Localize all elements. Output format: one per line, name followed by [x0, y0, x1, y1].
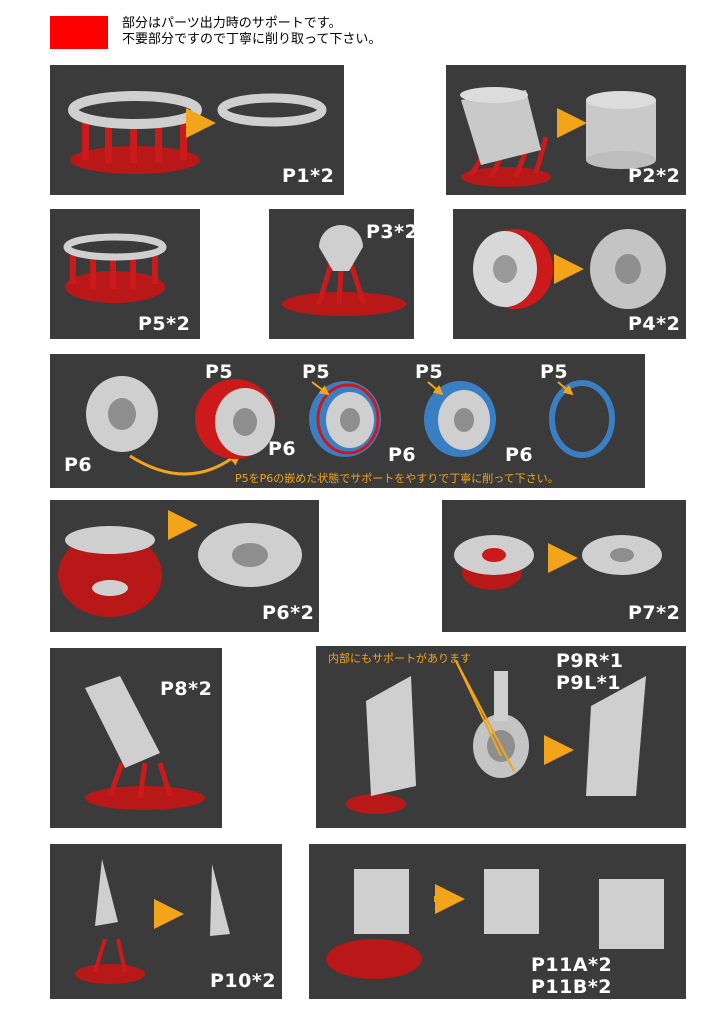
legend-text: 部分はパーツ出力時のサポートです。 不要部分ですので丁寧に削り取って下さい。: [122, 16, 381, 48]
label-p4: P4*2: [628, 313, 681, 335]
label-p6-1: P6: [268, 438, 297, 460]
p4-render: [473, 229, 666, 309]
panel-p4: P4*2: [453, 209, 686, 339]
label-p9r: P9R*1: [556, 650, 624, 672]
legend-line-2: 不要部分ですので丁寧に削り取って下さい。: [122, 32, 382, 47]
label-p8: P8*2: [160, 678, 213, 700]
p9-note: 内部にもサポートがあります: [328, 652, 471, 665]
p9-render: [346, 660, 646, 814]
panel-p8: P8*2: [50, 648, 222, 828]
label-p5-2: P5: [302, 361, 331, 383]
label-p11a: P11A*2: [531, 954, 613, 976]
p3-render: [282, 225, 406, 316]
p5-p6-note: P5をP6の嵌めた状態でサポートをやすりで丁寧に削って下さい。: [235, 472, 559, 485]
panel-p10: P10*2: [50, 844, 282, 999]
label-p6-3: P6: [505, 444, 534, 466]
label-p7: P7*2: [628, 602, 681, 624]
label-p2: P2*2: [628, 165, 681, 187]
panel-p9: 内部にもサポートがあります P9R*1 P9L*1: [316, 646, 686, 828]
panel-p11: P11A*2 P11B*2: [309, 844, 686, 999]
label-p9l: P9L*1: [556, 672, 621, 694]
p8-render: [85, 676, 205, 810]
legend-line-1: 部分はパーツ出力時のサポートです。: [122, 16, 342, 31]
panel-p2: P2*2: [446, 65, 686, 195]
label-p5: P5*2: [138, 313, 191, 335]
label-p1: P1*2: [282, 165, 335, 187]
label-p6-left: P6: [64, 454, 93, 476]
label-p10: P10*2: [210, 970, 277, 992]
panel-p7: P7*2: [442, 500, 686, 632]
p7-render: [454, 535, 662, 590]
panel-p1: P1*2: [50, 65, 344, 195]
label-p6-2: P6: [388, 444, 417, 466]
p2-render: [460, 87, 656, 187]
p11-render: [326, 869, 664, 979]
panel-p5: P5*2: [50, 209, 200, 339]
p6-render: [58, 510, 302, 617]
p1-render: [68, 91, 327, 174]
label-p5-4: P5: [540, 361, 569, 383]
panel-p6: P6*2: [50, 500, 319, 632]
label-p6: P6*2: [262, 602, 315, 624]
p5-p6-render: [86, 376, 615, 476]
label-p5-3: P5: [415, 361, 444, 383]
label-p5-1: P5: [205, 361, 234, 383]
label-p3: P3*2: [366, 221, 414, 243]
p10-render: [75, 859, 230, 984]
panel-p3: P3*2: [269, 209, 414, 339]
p5-render: [63, 233, 167, 303]
label-p11b: P11B*2: [531, 976, 613, 998]
panel-p5-p6: P6 P5 P6 P5 P6 P5 P6 P5 P5をP6の嵌めた状態でサポート…: [50, 354, 645, 488]
support-color-swatch: [50, 16, 108, 49]
